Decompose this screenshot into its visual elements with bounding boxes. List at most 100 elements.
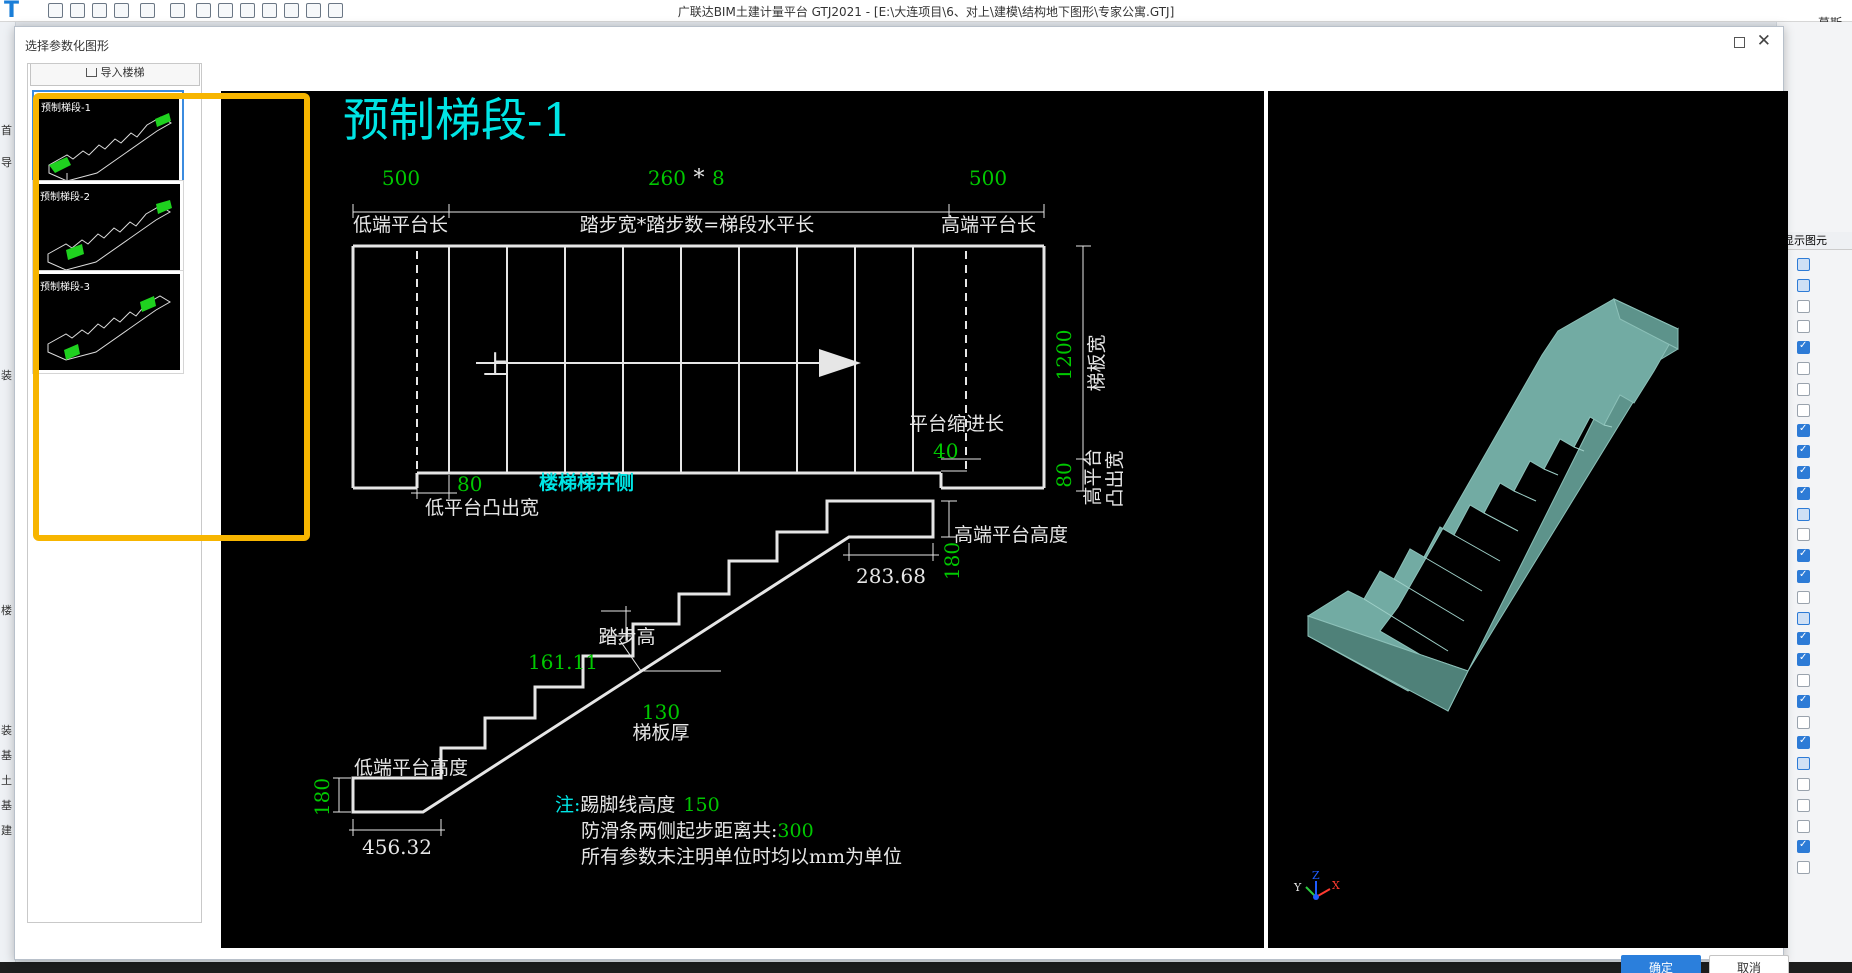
- display-checkbox[interactable]: [1797, 631, 1810, 646]
- axis-z-label: Z: [1312, 869, 1320, 882]
- parametric-drawing-canvas[interactable]: 预制梯段-1 500 260 * 8 500 低端平台长 踏步宽*踏步数=梯段水…: [221, 91, 1264, 948]
- label-high-platform-length: 高端平台长: [941, 214, 1036, 236]
- thumbnail-label: 预制梯段-2: [40, 192, 90, 203]
- label-high-protrude-1: 高平台: [1082, 448, 1104, 505]
- bg-left-label: 建: [1, 824, 12, 837]
- layer-icon[interactable]: [218, 3, 233, 18]
- display-checkbox[interactable]: [1797, 652, 1810, 667]
- dim-platform-indent: 40: [933, 439, 958, 463]
- thumbnail-item-2[interactable]: 预制梯段-2: [32, 180, 184, 284]
- undo-icon[interactable]: [140, 3, 155, 18]
- display-checkbox[interactable]: [1797, 674, 1810, 687]
- display-checkbox[interactable]: [1797, 819, 1810, 833]
- drawing-title: 预制梯段-1: [343, 93, 572, 147]
- display-checkbox[interactable]: [1797, 694, 1810, 708]
- save-icon[interactable]: [114, 3, 129, 18]
- display-checkbox[interactable]: [1797, 778, 1810, 791]
- bg-left-label: 首: [1, 124, 12, 137]
- app-logo-icon: T: [4, 0, 20, 23]
- display-checkbox[interactable]: [1797, 861, 1810, 875]
- open-folder-icon[interactable]: [92, 3, 107, 18]
- app-titlebar: T 广联达BIM土建计量平台 GTJ2021 - [E:\大连项目\6、对上\建…: [0, 0, 1852, 30]
- display-checkbox[interactable]: [1797, 320, 1810, 334]
- axis-x-label: X: [1332, 879, 1340, 892]
- maximize-icon[interactable]: [1734, 37, 1745, 48]
- stair-thumbnail-icon: [47, 200, 172, 271]
- stair-thumbnail-icon: [47, 295, 171, 361]
- display-checkbox[interactable]: [1797, 590, 1810, 604]
- new-file-icon[interactable]: [70, 3, 85, 18]
- label-slab-width: 梯板宽: [1086, 334, 1108, 391]
- dim-slab-width: 1200: [1052, 330, 1076, 381]
- display-checkbox[interactable]: [1797, 528, 1810, 542]
- display-checkbox[interactable]: [1797, 423, 1810, 438]
- display-checkbox[interactable]: [1797, 839, 1810, 854]
- label-high-platform-height: 高端平台高度: [954, 524, 1068, 546]
- calc-icon[interactable]: [196, 3, 211, 18]
- display-checkbox[interactable]: [1797, 340, 1810, 355]
- bg-left-label: 土: [1, 774, 12, 787]
- display-checkbox[interactable]: [1797, 757, 1810, 771]
- dim-high-platform-length: 500: [969, 166, 1007, 190]
- display-checkbox[interactable]: [1797, 299, 1810, 313]
- new-icon[interactable]: [48, 3, 63, 18]
- display-checkbox[interactable]: [1797, 798, 1810, 812]
- display-checkbox[interactable]: [1797, 715, 1810, 729]
- thumbnail-item-1[interactable]: 预制梯段-1: [32, 90, 184, 194]
- dim-low-protrude: 80: [457, 472, 482, 496]
- display-checkbox[interactable]: [1797, 548, 1810, 563]
- redo-icon[interactable]: [170, 3, 185, 18]
- component-icon[interactable]: [262, 3, 277, 18]
- dim-high-platform-height: 180: [940, 542, 964, 580]
- display-checkbox[interactable]: [1797, 735, 1810, 750]
- label-stair-well-side: 楼梯梯井侧: [539, 471, 634, 494]
- label-low-protrude: 低平台凸出宽: [425, 497, 539, 519]
- display-checkbox[interactable]: [1797, 403, 1810, 417]
- display-checkbox[interactable]: [1797, 507, 1810, 521]
- import-stair-button[interactable]: 导入楼梯: [30, 64, 200, 86]
- ok-button[interactable]: 确定: [1621, 955, 1701, 973]
- dialog-title: 选择参数化图形: [25, 39, 110, 53]
- bg-left-label: 楼: [1, 604, 12, 617]
- display-checkbox[interactable]: [1797, 465, 1810, 479]
- display-checkbox[interactable]: [1797, 486, 1810, 500]
- display-checkbox[interactable]: [1797, 258, 1810, 271]
- thumbnail-item-3[interactable]: 预制梯段-3: [32, 270, 184, 374]
- bg-left-label: 基: [1, 799, 12, 812]
- display-element-header: 显示图元: [1777, 232, 1852, 250]
- label-up-direction: 上: [483, 351, 509, 381]
- import-stair-label: 导入楼梯: [100, 66, 145, 79]
- dim-low-platform-length: 500: [382, 166, 420, 190]
- close-icon[interactable]: ✕: [1756, 31, 1771, 51]
- app-title: 广联达BIM土建计量平台 GTJ2021 - [E:\大连项目\6、对上\建模\…: [677, 5, 1175, 19]
- axis-y-label: Y: [1293, 881, 1302, 894]
- label-tread-formula: 踏步宽*踏步数=梯段水平长: [580, 214, 814, 236]
- report-icon[interactable]: [306, 3, 321, 18]
- display-checkbox[interactable]: [1797, 382, 1810, 396]
- label-slab-thickness: 梯板厚: [632, 722, 689, 744]
- bg-left-label: 装: [1, 369, 12, 382]
- display-checkbox[interactable]: [1797, 362, 1810, 375]
- display-checkbox[interactable]: [1797, 611, 1810, 625]
- display-checkbox[interactable]: [1797, 278, 1810, 292]
- background-left-strip: 首 导 装 楼 装 基 土 基 建: [0, 22, 16, 973]
- parametric-shape-dialog: 选择参数化图形 ✕ 导入楼梯 预制梯段-1: [14, 26, 1789, 973]
- display-checkbox[interactable]: [1797, 569, 1810, 583]
- background-status-bar: [0, 962, 1852, 973]
- thumbnail-label: 预制梯段-1: [41, 103, 91, 114]
- draw-icon[interactable]: [284, 3, 299, 18]
- sync-icon[interactable]: [328, 3, 343, 18]
- stair-3d-svg: Y Z X: [1293, 298, 1679, 900]
- cancel-button[interactable]: 取消: [1709, 955, 1789, 973]
- label-platform-indent: 平台缩进长: [909, 413, 1004, 435]
- label-low-platform-length: 低端平台长: [353, 214, 448, 236]
- grid-icon[interactable]: [240, 3, 255, 18]
- dim-slab-thickness: 130: [642, 700, 680, 724]
- bg-left-label: 基: [1, 749, 12, 762]
- label-step-height: 踏步高: [598, 626, 655, 648]
- dim-low-platform-height: 180: [310, 778, 334, 816]
- display-checkbox[interactable]: [1797, 444, 1810, 459]
- stair-3d-preview[interactable]: Y Z X: [1268, 91, 1788, 948]
- label-high-protrude-2: 凸出宽: [1104, 450, 1126, 507]
